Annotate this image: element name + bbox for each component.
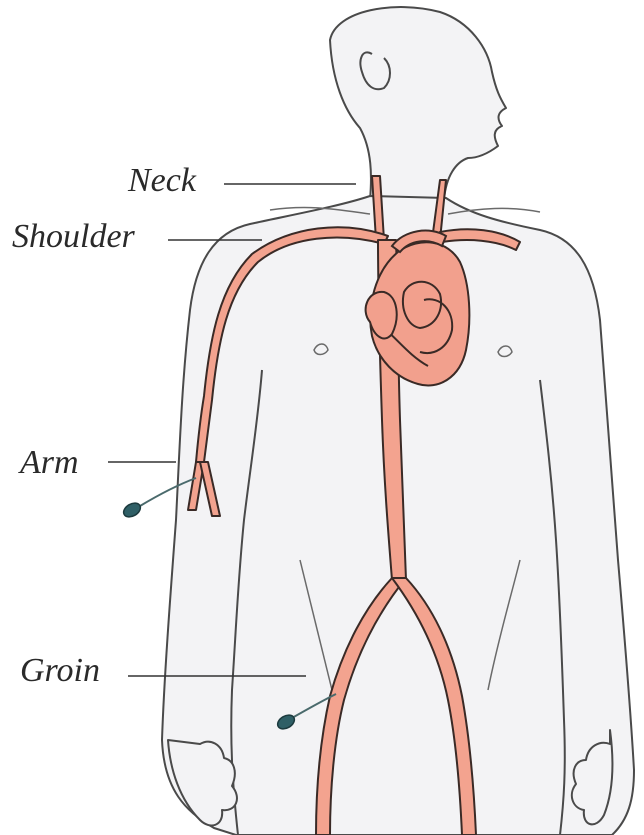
- head: [330, 7, 506, 200]
- arm-sheath-device: [121, 500, 143, 519]
- label-arm: Arm: [20, 446, 79, 480]
- label-groin: Groin: [20, 654, 100, 688]
- label-shoulder: Shoulder: [12, 220, 135, 254]
- label-neck: Neck: [128, 164, 196, 198]
